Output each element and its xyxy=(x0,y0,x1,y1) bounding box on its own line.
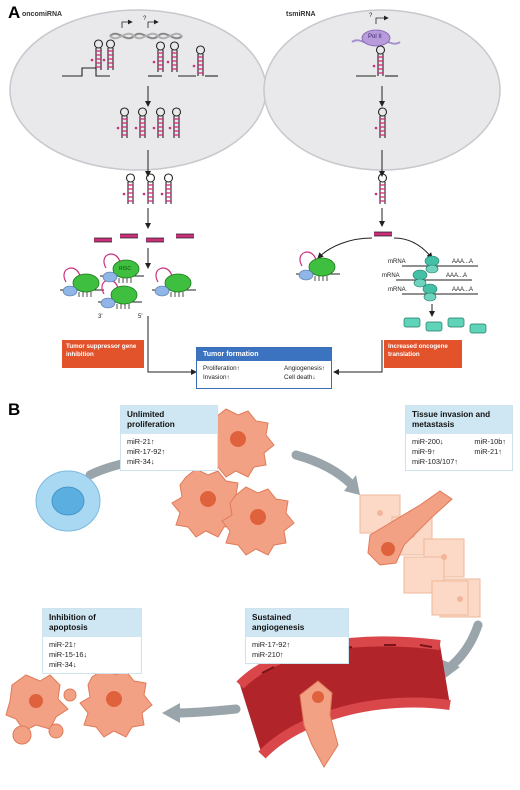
polya-label-1: AAA...A xyxy=(452,259,474,265)
mirna-item: miR-34↓ xyxy=(127,457,155,466)
mirna-item: miR-21↑ xyxy=(474,447,502,456)
mrna-label-2: mRNA xyxy=(382,273,400,279)
hallmark-mirnas: miR-21↑ miR-15-16↓ miR-34↓ xyxy=(43,637,141,673)
tumor-col-2: Angiogenesis↑ Cell death↓ xyxy=(284,364,325,382)
mirna-col-1: miR-200↓ miR-9↑ miR-103/107↑ xyxy=(412,437,458,467)
hallmark-mirnas: miR-17-92↑ miR-210↑ xyxy=(246,637,348,663)
tumor-formation-title: Tumor formation xyxy=(197,348,331,361)
mrna-label-3: mRNA xyxy=(388,287,406,293)
pol-ii-label: Pol II xyxy=(368,34,382,40)
mirna-item: miR-15-16↓ xyxy=(49,650,88,659)
mirna-item: miR-200↓ xyxy=(412,437,444,446)
tumor-effect: Proliferation↑ xyxy=(203,365,240,372)
hallmark-title: Tissue invasion and metastasis xyxy=(406,406,512,434)
tumor-suppressor-inhibition-box: Tumor suppressor gene inhibition xyxy=(62,340,144,368)
mrna-label-1: mRNA xyxy=(388,259,406,265)
polya-label-3: AAA...A xyxy=(452,287,474,293)
mirna-item: miR-210↑ xyxy=(252,650,284,659)
hallmark-title: Sustained angiogenesis xyxy=(246,609,348,637)
mirna-item: miR-10b↑ xyxy=(474,437,506,446)
mirna-item: miR-34↓ xyxy=(49,660,77,669)
hallmark-box-invasion: Tissue invasion and metastasis miR-200↓ … xyxy=(405,405,513,471)
polya-label-2: AAA...A xyxy=(446,273,468,279)
tumor-formation-box: Tumor formation Proliferation↑ Invasion↑… xyxy=(196,347,332,389)
hallmark-title: Inhibition of apoptosis xyxy=(43,609,141,637)
question-mark-left: ? xyxy=(143,16,147,22)
hallmark-box-angiogenesis: Sustained angiogenesis miR-17-92↑ miR-21… xyxy=(245,608,349,664)
pol-ii-icon xyxy=(361,29,391,47)
tumor-col-1: Proliferation↑ Invasion↑ xyxy=(203,364,240,382)
hallmark-box-proliferation: Unlimited proliferation miR-21↑ miR-17-9… xyxy=(120,405,218,471)
hallmark-mirnas: miR-21↑ miR-17-92↑ miR-34↓ xyxy=(121,434,217,470)
tumor-effect: Invasion↑ xyxy=(203,374,230,381)
risc-label: RISC xyxy=(119,266,131,272)
tumor-effect: Angiogenesis↑ xyxy=(284,365,325,372)
mirna-item: miR-103/107↑ xyxy=(412,457,459,466)
oncogene-translation-box: Increased oncogene translation xyxy=(384,340,462,368)
mirna-item: miR-21↑ xyxy=(49,640,77,649)
hallmark-mirnas: miR-200↓ miR-9↑ miR-103/107↑ miR-10b↑ mi… xyxy=(406,434,512,470)
panel-b-letter: B xyxy=(8,400,21,419)
prime3-label: 3' xyxy=(98,314,103,320)
hallmark-title: Unlimited proliferation xyxy=(121,406,217,434)
mirna-item: miR-17-92↑ xyxy=(127,447,166,456)
mirna-item: miR-21↑ xyxy=(127,437,155,446)
panel-a-diagram xyxy=(9,9,501,375)
prime5-label: 5' xyxy=(138,314,143,320)
tumor-effect: Cell death↓ xyxy=(284,374,316,381)
mirna-col-2: miR-10b↑ miR-21↑ xyxy=(474,437,506,467)
tumor-formation-effects: Proliferation↑ Invasion↑ Angiogenesis↑ C… xyxy=(197,361,331,385)
question-mark-right: ? xyxy=(369,13,373,19)
mirna-item: miR-9↑ xyxy=(412,447,436,456)
panel-a-letter: A xyxy=(8,3,21,22)
tsmir-title: tsmiRNA xyxy=(286,11,316,18)
sprouting-cell xyxy=(299,680,339,768)
hallmark-box-apoptosis: Inhibition of apoptosis miR-21↑ miR-15-1… xyxy=(42,608,142,674)
panel-b-diagram xyxy=(5,408,483,768)
oncomir-title: oncomiRNA xyxy=(22,11,63,18)
mirna-item: miR-17-92↑ xyxy=(252,640,291,649)
